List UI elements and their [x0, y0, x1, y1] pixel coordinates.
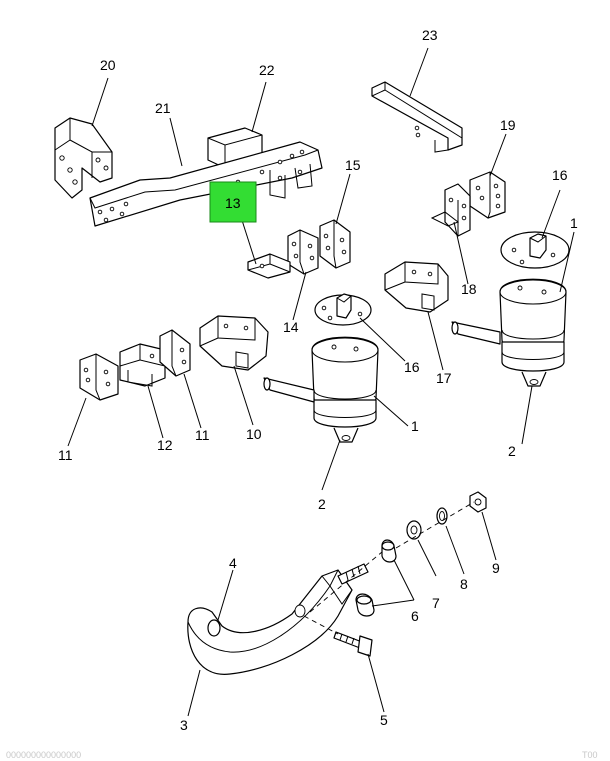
callout-11-right[interactable]: 11 — [195, 427, 210, 443]
part-11-bracket-right[interactable] — [159, 329, 191, 377]
callout-3[interactable]: 3 — [180, 717, 188, 733]
callout-9[interactable]: 9 — [492, 560, 500, 576]
callout-7[interactable]: 7 — [432, 595, 440, 611]
part-16-plate-right[interactable] — [500, 231, 570, 269]
part-14-bracket[interactable] — [287, 229, 319, 275]
callout-8[interactable]: 8 — [460, 576, 468, 592]
callout-1-right[interactable]: 1 — [570, 215, 578, 231]
callout-15[interactable]: 15 — [345, 157, 361, 173]
callout-6[interactable]: 6 — [411, 608, 419, 624]
part-20-frame-bracket[interactable] — [54, 117, 113, 199]
callout-12[interactable]: 12 — [157, 437, 173, 453]
part-1-air-spring-right[interactable] — [451, 278, 567, 387]
part-23-channel[interactable] — [371, 81, 463, 153]
footer-code-left: 000000000000000 — [6, 750, 81, 760]
part-9-nut[interactable] — [469, 491, 487, 513]
callout-13-highlight — [209, 181, 257, 223]
part-1-air-spring-center[interactable] — [263, 336, 379, 443]
callout-11-left[interactable]: 11 — [58, 447, 73, 463]
callout-23[interactable]: 23 — [422, 27, 438, 43]
callout-5[interactable]: 5 — [380, 712, 388, 728]
callout-labels: 20 22 21 23 19 15 16 1 18 17 2 13 14 16 … — [58, 27, 578, 733]
callout-4[interactable]: 4 — [229, 555, 237, 571]
part-12-saddle-bracket[interactable] — [119, 343, 166, 387]
leader-lines — [67, 47, 575, 717]
part-6-bushing-lower[interactable] — [355, 593, 375, 617]
callout-1-center[interactable]: 1 — [411, 418, 419, 434]
callout-14[interactable]: 14 — [283, 319, 299, 335]
part-8-lock-washer[interactable] — [436, 507, 448, 525]
part-6-bushing-upper[interactable] — [381, 539, 397, 563]
footer-code-right: T00 — [582, 750, 598, 760]
part-17-mount-bracket[interactable] — [384, 261, 449, 313]
part-18-bracket[interactable] — [430, 183, 471, 237]
assembly-axis-lines — [303, 501, 475, 635]
part-13-angle-bracket[interactable] — [247, 253, 291, 279]
callout-18[interactable]: 18 — [461, 281, 477, 297]
callout-20[interactable]: 20 — [100, 57, 116, 73]
callout-22[interactable]: 22 — [259, 62, 275, 78]
callout-2-right[interactable]: 2 — [508, 443, 516, 459]
part-16-plate-center[interactable] — [314, 293, 372, 326]
part-5-bolt[interactable] — [333, 631, 373, 657]
callout-21[interactable]: 21 — [155, 100, 171, 116]
part-7-washer[interactable] — [406, 520, 422, 540]
callout-16-right[interactable]: 16 — [552, 167, 568, 183]
callout-16-center[interactable]: 16 — [404, 359, 420, 375]
part-21-frame-rail[interactable] — [89, 141, 323, 227]
callout-17[interactable]: 17 — [436, 370, 452, 386]
part-3-trailing-arm[interactable] — [187, 563, 369, 675]
callout-13[interactable]: 13 — [225, 195, 241, 211]
part-19-bracket[interactable] — [469, 171, 506, 219]
callout-19[interactable]: 19 — [500, 117, 516, 133]
part-11-bracket-left[interactable] — [79, 353, 119, 401]
callout-2-center[interactable]: 2 — [318, 496, 326, 512]
part-15-bracket[interactable] — [319, 219, 351, 269]
part-10-mount-bracket[interactable] — [199, 315, 269, 371]
callout-10[interactable]: 10 — [246, 426, 262, 442]
